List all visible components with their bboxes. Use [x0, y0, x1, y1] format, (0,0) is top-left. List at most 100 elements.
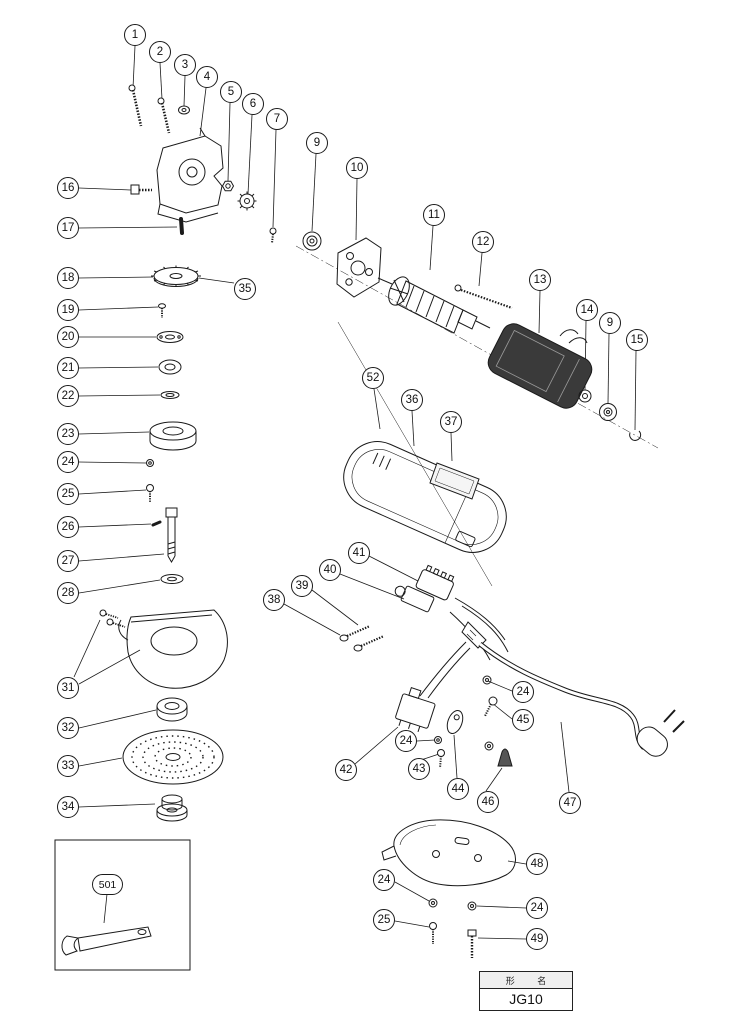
part-washer-24d — [428, 898, 438, 908]
part-washer-24c — [434, 736, 442, 744]
part-washer-46a — [484, 741, 494, 751]
part-plate-44 — [446, 709, 464, 735]
part-screw-45 — [484, 696, 498, 717]
part-washer-24b — [482, 675, 492, 685]
callout-43: 43 — [408, 758, 430, 780]
callout-28: 28 — [57, 582, 79, 604]
callout-7: 7 — [266, 108, 288, 130]
callout-39: 39 — [291, 575, 313, 597]
callout-47: 47 — [559, 792, 581, 814]
callout-41: 41 — [348, 542, 370, 564]
callout-36: 36 — [401, 389, 423, 411]
callout-12: 12 — [472, 231, 494, 253]
part-spindle-27 — [165, 507, 178, 563]
callout-25-b: 25 — [373, 909, 395, 931]
part-bolt-12 — [454, 284, 513, 310]
part-bearing-9b — [599, 403, 617, 421]
callout-21: 21 — [57, 357, 79, 379]
callout-14: 14 — [576, 299, 598, 321]
part-nameplate-37 — [429, 462, 480, 500]
callout-2: 2 — [149, 41, 171, 63]
callout-4: 4 — [196, 66, 218, 88]
part-bolt-16 — [130, 184, 152, 195]
part-knob-46 — [497, 748, 513, 767]
part-armature-11 — [377, 276, 491, 334]
callout-16: 16 — [57, 177, 79, 199]
part-screw-43 — [437, 749, 445, 769]
part-housing-52-36 — [343, 441, 507, 553]
part-clip-15 — [629, 430, 642, 441]
part-nut-5 — [221, 180, 235, 192]
part-washer-28 — [160, 574, 184, 584]
callout-23: 23 — [57, 423, 79, 445]
callout-501: 501 — [92, 874, 123, 895]
part-pinion-6 — [237, 191, 257, 211]
model-plate: 形 名 JG10 — [479, 971, 573, 1011]
accessory-box — [54, 839, 191, 971]
callout-45: 45 — [512, 709, 534, 731]
part-stator-13 — [487, 323, 593, 409]
part-washer-14 — [578, 389, 592, 403]
callout-10: 10 — [346, 157, 368, 179]
model-plate-model: JG10 — [509, 991, 543, 1007]
callout-9-b: 9 — [599, 312, 621, 334]
part-sanding-disc-33 — [122, 729, 224, 785]
part-screw-38 — [339, 624, 371, 642]
callout-13: 13 — [529, 269, 551, 291]
callout-38: 38 — [263, 589, 285, 611]
callout-5: 5 — [220, 81, 242, 103]
callout-24-b: 24 — [512, 681, 534, 703]
part-switch-42 — [395, 641, 471, 733]
part-key-26 — [151, 520, 162, 527]
part-screw-25a — [146, 484, 154, 503]
part-screw-19 — [158, 303, 166, 318]
callout-20: 20 — [57, 326, 79, 348]
callout-37: 37 — [440, 411, 462, 433]
callout-33: 33 — [57, 755, 79, 777]
callout-27: 27 — [57, 550, 79, 572]
part-gear-housing — [156, 127, 224, 223]
part-washer-24e — [467, 901, 477, 911]
part-gland-plate-20 — [156, 331, 184, 343]
part-bearing-9a — [302, 231, 322, 251]
part-lock-nut-34 — [156, 794, 188, 822]
part-screw-25b — [429, 922, 437, 944]
callout-32: 32 — [57, 717, 79, 739]
callout-42: 42 — [335, 759, 357, 781]
part-bearing-21 — [158, 359, 182, 375]
part-packing-gland-23 — [149, 421, 197, 451]
callout-26: 26 — [57, 516, 79, 538]
part-connector-41-40 — [394, 564, 509, 661]
part-handle-cover-48 — [381, 819, 516, 887]
callout-22: 22 — [57, 385, 79, 407]
callout-35: 35 — [234, 278, 256, 300]
callout-9: 9 — [306, 132, 328, 154]
part-wheel-guard-31 — [99, 609, 228, 689]
callout-31: 31 — [57, 677, 79, 699]
callout-49: 49 — [526, 928, 548, 950]
callout-17: 17 — [57, 217, 79, 239]
callout-3: 3 — [174, 54, 196, 76]
callout-44: 44 — [447, 778, 469, 800]
callout-24-e: 24 — [526, 897, 548, 919]
part-washer-3 — [178, 105, 190, 115]
callout-24-c: 24 — [395, 730, 417, 752]
callout-34: 34 — [57, 796, 79, 818]
part-bearing-holder-32 — [156, 697, 188, 722]
part-bolt-7 — [269, 227, 277, 244]
callout-15: 15 — [626, 329, 648, 351]
part-pin-17 — [179, 217, 184, 235]
callout-19: 19 — [57, 299, 79, 321]
leader-lines — [73, 45, 637, 940]
callout-1: 1 — [124, 24, 146, 46]
part-wrench-501 — [61, 926, 152, 956]
part-fan-guide-10 — [336, 237, 382, 298]
part-cord-47 — [461, 621, 685, 757]
part-gear-18 — [151, 265, 201, 287]
callout-25: 25 — [57, 483, 79, 505]
callout-46: 46 — [477, 791, 499, 813]
part-bolt-49 — [467, 929, 477, 958]
part-washer-24a — [146, 459, 154, 467]
